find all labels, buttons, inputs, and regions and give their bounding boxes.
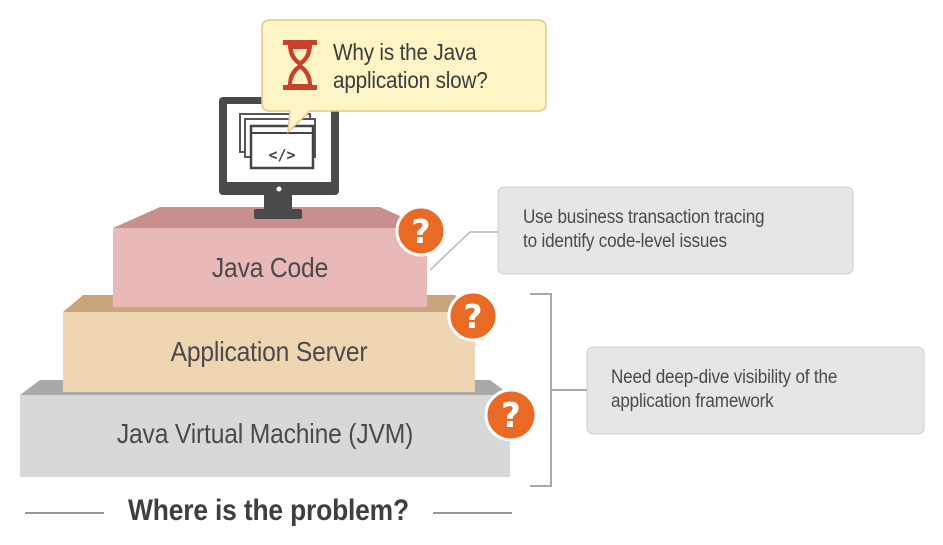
bracket (530, 293, 587, 487)
footer-caption: Where is the problem? (128, 494, 409, 527)
note-line: Use business transaction tracing (523, 207, 765, 228)
question-mark-java-code: ? (395, 205, 447, 257)
java-code-layer (113, 207, 427, 307)
code-glyph: </> (268, 146, 295, 164)
layer-label-jvm: Java Virtual Machine (JVM) (116, 418, 414, 449)
question-bubble (261, 19, 547, 134)
note-text-code-tracing: Use business transaction tracing to iden… (523, 206, 820, 254)
layer-label-app-server: Application Server (170, 336, 368, 367)
note-text-framework-visibility: Need deep-dive visibility of the applica… (611, 366, 890, 414)
question-mark-app-server: ? (447, 290, 499, 342)
connector-line (429, 231, 498, 271)
jvm-layer-front (20, 395, 510, 477)
question-mark-jvm: ? (484, 388, 538, 442)
question-mark-text: ? (411, 212, 430, 251)
note-line: Need deep-dive visibility of the (611, 367, 838, 388)
hourglass-icon (283, 40, 317, 90)
note-line: to identify code-level issues (523, 231, 727, 252)
bubble-text: Why is the Java application slow? (333, 38, 540, 94)
bubble-line-1: Why is the Java (333, 39, 477, 65)
note-line: application framework (611, 391, 774, 412)
note-box-code-tracing (497, 186, 854, 275)
question-mark-text: ? (501, 396, 521, 436)
bubble-line-2: application slow? (333, 67, 488, 93)
layer-label-java-code: Java Code (211, 252, 329, 283)
java-code-layer-front (113, 228, 427, 307)
question-mark-text: ? (463, 297, 482, 336)
app-server-layer-front (63, 312, 475, 392)
monitor-icon (219, 97, 339, 219)
